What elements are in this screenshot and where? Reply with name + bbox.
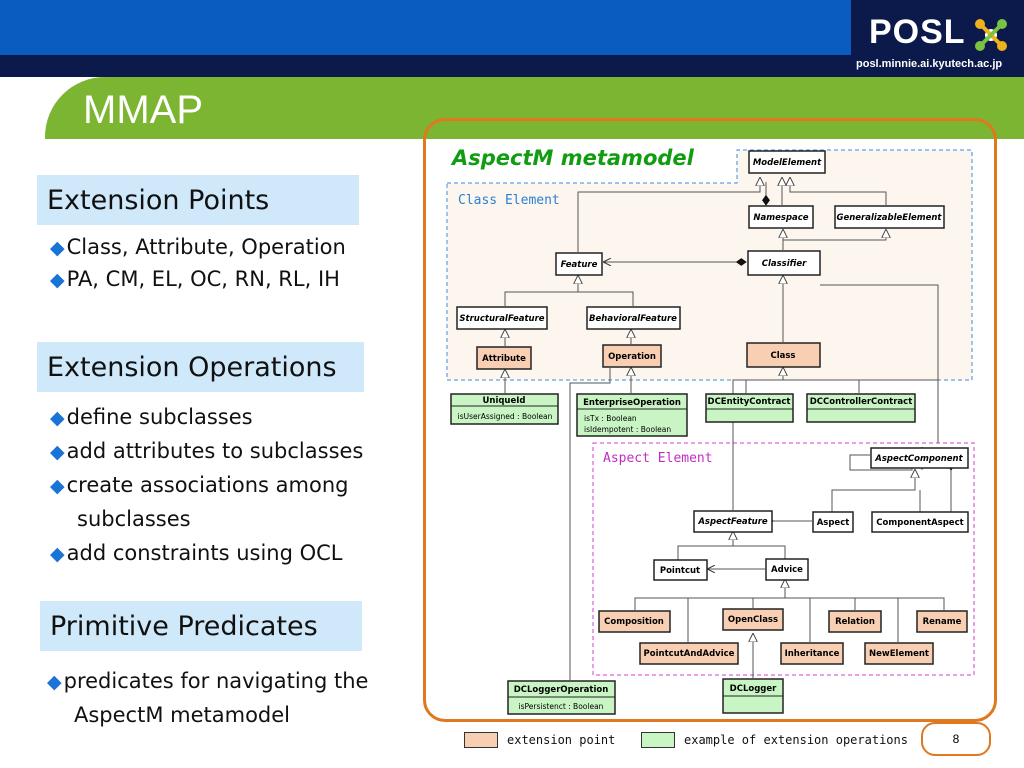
class-name-modelelement: ModelElement [753, 158, 822, 168]
bullet-item-continuation: subclasses [77, 507, 191, 531]
class-name-enterpriseoperation: EnterpriseOperation [583, 398, 681, 408]
class-name-aspectcomponent: AspectComponent [874, 454, 963, 464]
class-attr-enterpriseoperation-isidempotent: isIdempotent : Boolean [584, 425, 671, 434]
class-name-behavioralfeature: BehavioralFeature [589, 314, 677, 324]
slide-title: MMAP [83, 88, 203, 132]
diamond-bullet-icon: ◆ [50, 543, 65, 565]
class-name-rename: Rename [923, 617, 962, 627]
class-name-dcentitycontract: DCEntityContract [708, 397, 791, 407]
diamond-bullet-icon: ◆ [50, 441, 65, 463]
bullet-item: ◆create associations among [50, 473, 349, 497]
class-name-dcloggeroperation: DCLoggerOperation [514, 685, 609, 695]
class-name-relation: Relation [835, 617, 875, 627]
class-name-operation: Operation [608, 352, 656, 362]
class-box-componentaspect [871, 511, 969, 533]
bullet-item: ◆PA, CM, EL, OC, RN, RL, IH [50, 267, 340, 291]
class-box-dcentitycontract [705, 393, 794, 423]
bullet-item: ◆define subclasses [50, 405, 253, 429]
class-box-pointcutandadvice [639, 642, 739, 665]
class-attr-uniqueid: isUserAssigned : Boolean [458, 412, 553, 421]
class-box-operation [602, 344, 662, 368]
class-box-generalizableelement [834, 205, 945, 229]
class-name-pointcutandadvice: PointcutAndAdvice [644, 649, 735, 659]
class-name-structuralfeature: StructuralFeature [459, 314, 544, 324]
logo-cross-icon [975, 19, 1007, 51]
diagram-title: AspectM metamodel [452, 146, 694, 170]
diamond-bullet-icon: ◆ [47, 671, 62, 693]
logo-url: posl.minnie.ai.kyutech.ac.jp [856, 58, 1003, 70]
class-attr-dcloggeroperation: isPersistenct : Boolean [519, 702, 604, 711]
section-heading-primitive-predicates: Primitive Predicates [40, 601, 362, 651]
legend-label-example-ops: example of extension operations [684, 733, 908, 747]
class-box-class [746, 342, 821, 368]
logo-text: POSL [869, 13, 966, 51]
class-box-attribute [476, 346, 532, 370]
class-box-relation [828, 610, 882, 633]
class-name-advice: Advice [771, 565, 803, 575]
class-box-rename [916, 610, 968, 633]
bullet-item: ◆Class, Attribute, Operation [50, 235, 346, 259]
class-name-generalizableelement: GeneralizableElement [837, 213, 943, 223]
bullet-item: ◆add attributes to subclasses [50, 439, 364, 463]
class-name-feature: Feature [561, 260, 598, 270]
class-box-aspectfeature [693, 510, 773, 533]
class-name-componentaspect: ComponentAspect [876, 518, 963, 528]
class-box-feature [555, 252, 603, 276]
diamond-bullet-icon: ◆ [50, 475, 65, 497]
class-box-enterpriseoperation [576, 393, 688, 437]
title-band [45, 77, 1024, 139]
class-name-dccontrollercontract: DCControllerContract [810, 397, 913, 407]
bullet-item-continuation: AspectM metamodel [74, 703, 290, 727]
section-heading-extension-points: Extension Points [37, 175, 359, 225]
diagram-frame [423, 118, 997, 722]
class-box-advice [765, 558, 809, 581]
class-element-label: Class Element [458, 193, 560, 208]
class-box-inheritance [780, 642, 844, 665]
class-box-composition [598, 610, 671, 633]
class-box-pointcut [653, 559, 708, 581]
class-name-aspect: Aspect [817, 518, 850, 528]
class-box-dccontrollercontract [806, 393, 916, 423]
class-name-class: Class [770, 351, 795, 361]
class-box-structuralfeature [456, 306, 548, 330]
diamond-bullet-icon: ◆ [50, 237, 65, 259]
class-box-aspect [812, 511, 854, 533]
class-name-inheritance: Inheritance [785, 649, 840, 659]
bullet-item: ◆add constraints using OCL [50, 541, 343, 565]
header-navy-strip [0, 55, 1024, 77]
class-box-namespace [748, 205, 814, 229]
class-attr-enterpriseoperation-istx: isTx : Boolean [584, 414, 637, 423]
class-box-behavioralfeature [586, 306, 681, 330]
class-name-composition: Composition [604, 617, 664, 627]
class-name-namespace: Namespace [753, 213, 808, 223]
class-name-newelement: NewElement [869, 649, 929, 659]
class-name-openclass: OpenClass [728, 615, 778, 625]
class-box-classifier [747, 250, 821, 276]
diamond-bullet-icon: ◆ [50, 407, 65, 429]
legend-swatch-extension-point [464, 732, 498, 748]
class-box-aspectcomponent [870, 447, 969, 469]
class-box-openclass [722, 608, 784, 631]
diamond-bullet-icon: ◆ [50, 269, 65, 291]
aspect-element-region [592, 442, 975, 676]
class-name-attribute: Attribute [482, 354, 526, 364]
aspect-element-label: Aspect Element [603, 451, 713, 466]
class-box-modelelement [748, 150, 826, 174]
class-box-newelement [864, 642, 934, 665]
class-name-uniqueid: UniqueId [482, 396, 525, 406]
legend-swatch-example-ops [641, 732, 675, 748]
bullet-item: ◆predicates for navigating the [47, 669, 369, 693]
class-name-pointcut: Pointcut [660, 566, 700, 576]
class-box-uniqueid [450, 393, 559, 425]
class-name-aspectfeature: AspectFeature [697, 517, 768, 527]
class-element-region [446, 149, 973, 381]
section-heading-extension-operations: Extension Operations [37, 342, 364, 392]
legend-label-extension-point: extension point [507, 733, 616, 747]
page-number: 8 [921, 722, 991, 756]
class-name-classifier: Classifier [762, 259, 807, 269]
class-name-dclogger: DCLogger [730, 684, 777, 694]
